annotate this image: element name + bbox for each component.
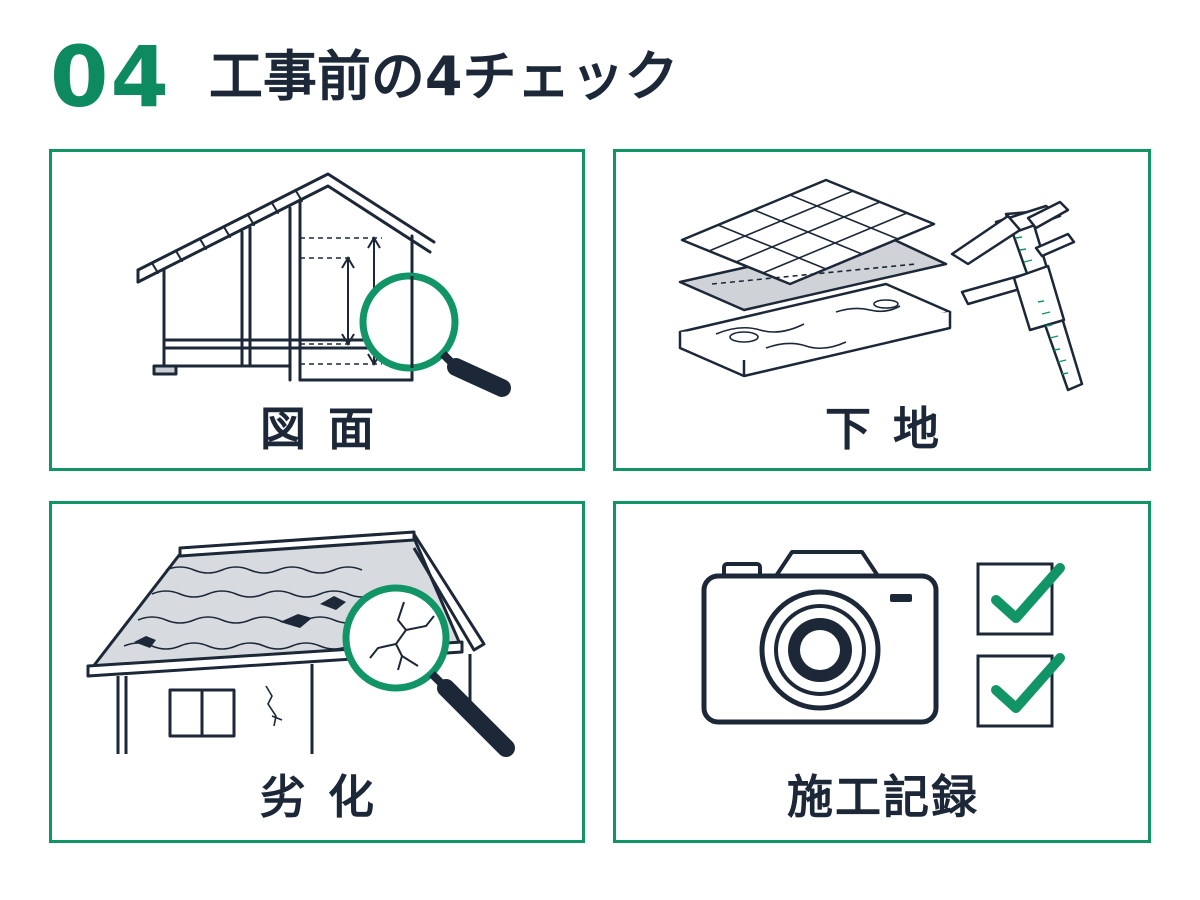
- card-drawings: 図面: [49, 149, 585, 471]
- camera-icon: [701, 550, 939, 725]
- card-label-deterioration: 劣化: [260, 770, 396, 824]
- camera-checklist-icon: [701, 550, 1065, 728]
- card-substrate: 下地: [613, 149, 1151, 471]
- checkmark-icon: [991, 563, 1065, 713]
- page-header: 04 工事前の4チェック: [50, 22, 678, 132]
- card-deterioration: 劣化: [49, 501, 585, 843]
- card-label-drawings: 図面: [260, 402, 396, 456]
- card-label-records: 施工記録: [787, 770, 979, 824]
- card-records: 施工記録: [613, 501, 1151, 843]
- page-title: 工事前の4チェック: [208, 45, 679, 108]
- card-label-substrate: 下地: [825, 402, 961, 456]
- damaged-roof-magnifier-icon: [86, 530, 515, 757]
- layers-caliper-icon: [678, 178, 1084, 392]
- house-blueprint-magnifier-icon: [136, 172, 511, 397]
- section-number: 04: [50, 28, 171, 126]
